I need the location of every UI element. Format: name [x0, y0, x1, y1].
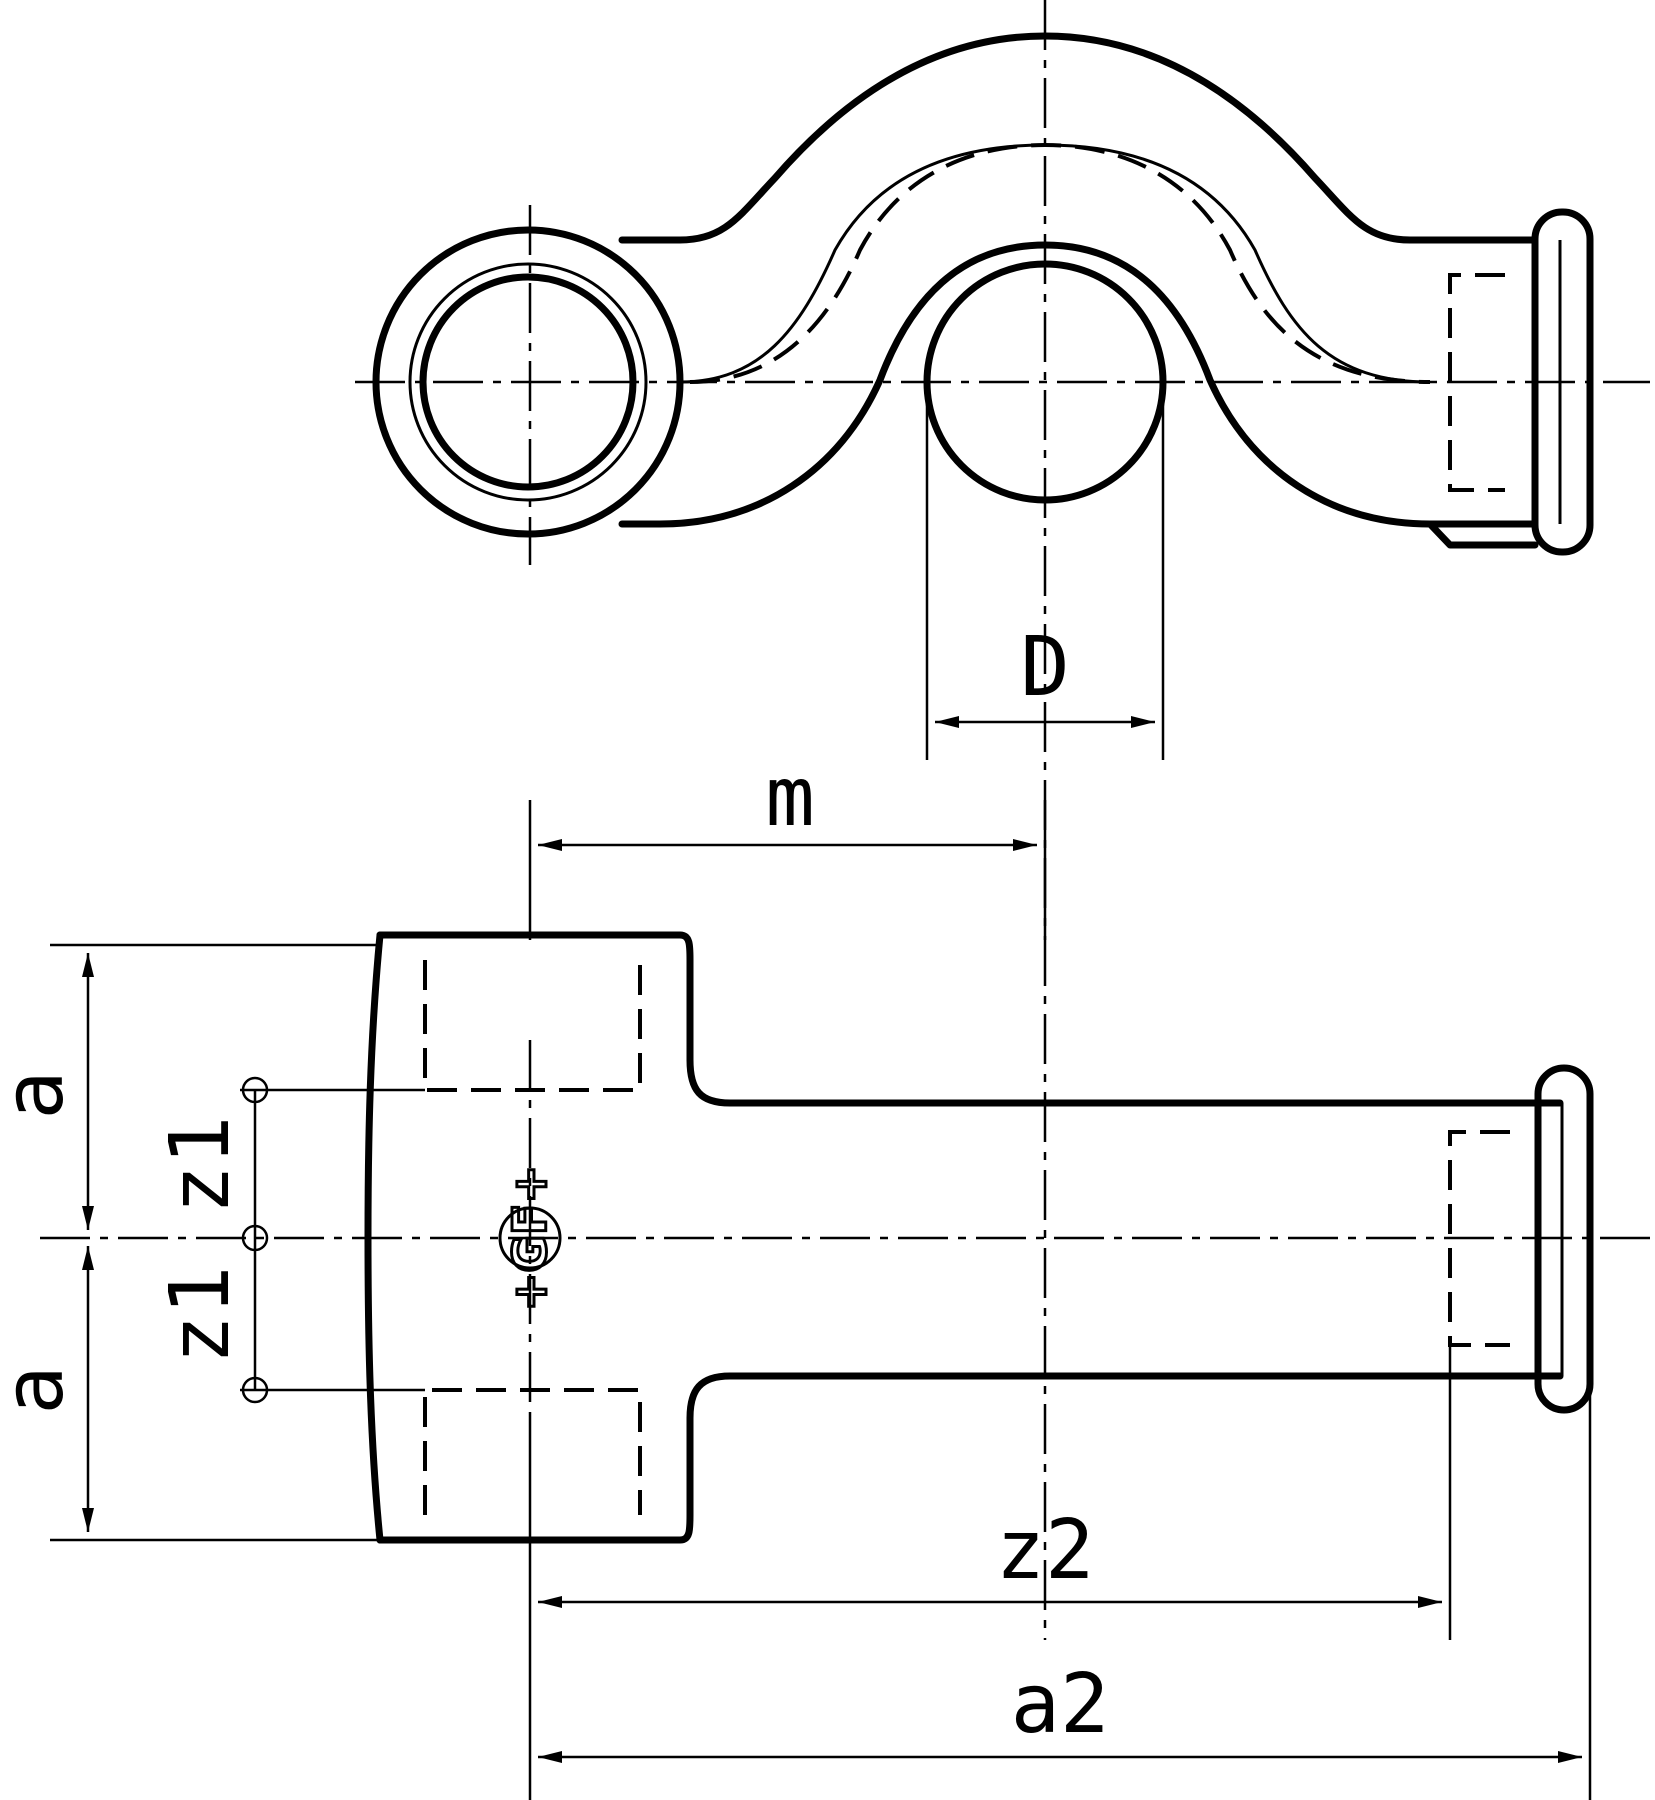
a-bottom-label: a — [0, 1365, 82, 1414]
left-port-inner-ring — [419, 273, 637, 491]
d-label: D — [1020, 620, 1069, 715]
crossover-hidden-bore — [689, 142, 1431, 384]
left-socket-face — [364, 931, 384, 1544]
z1-top-label: z1 — [153, 1116, 248, 1215]
front-view: +GF+ m a a z1 z1 z2 a2 — [0, 750, 1650, 1800]
gf-logo-ring — [498, 1206, 562, 1270]
z1-top-dot — [241, 1076, 269, 1104]
body-front-outline — [376, 931, 1564, 1107]
z1-bottom-label: z1 — [153, 1266, 248, 1365]
left-port-thread-ring — [408, 262, 648, 502]
gf-logo: +GF+ — [498, 1163, 562, 1313]
left-socket-hidden-thread-top — [423, 960, 642, 1092]
right-socket-hidden-thread — [1448, 273, 1505, 492]
left-socket-hidden-thread-bottom — [423, 1388, 642, 1515]
z1-center-dot — [241, 1224, 269, 1252]
m-label: m — [765, 750, 814, 845]
a2-label: a2 — [1011, 1657, 1110, 1752]
z2-label: z2 — [996, 1503, 1095, 1598]
top-view: D — [355, 0, 1650, 1640]
z1-bottom-dot — [241, 1376, 269, 1404]
right-end-hidden-thread — [1448, 1130, 1510, 1347]
crossover-lower-outline — [618, 241, 1539, 528]
body-front-outline-lower — [376, 1372, 1564, 1544]
a-top-label: a — [0, 1070, 82, 1119]
crossover-bend-outline — [618, 32, 1539, 244]
gf-logo-text: +GF+ — [503, 1165, 557, 1311]
right-socket-lower-lip — [1426, 520, 1539, 549]
